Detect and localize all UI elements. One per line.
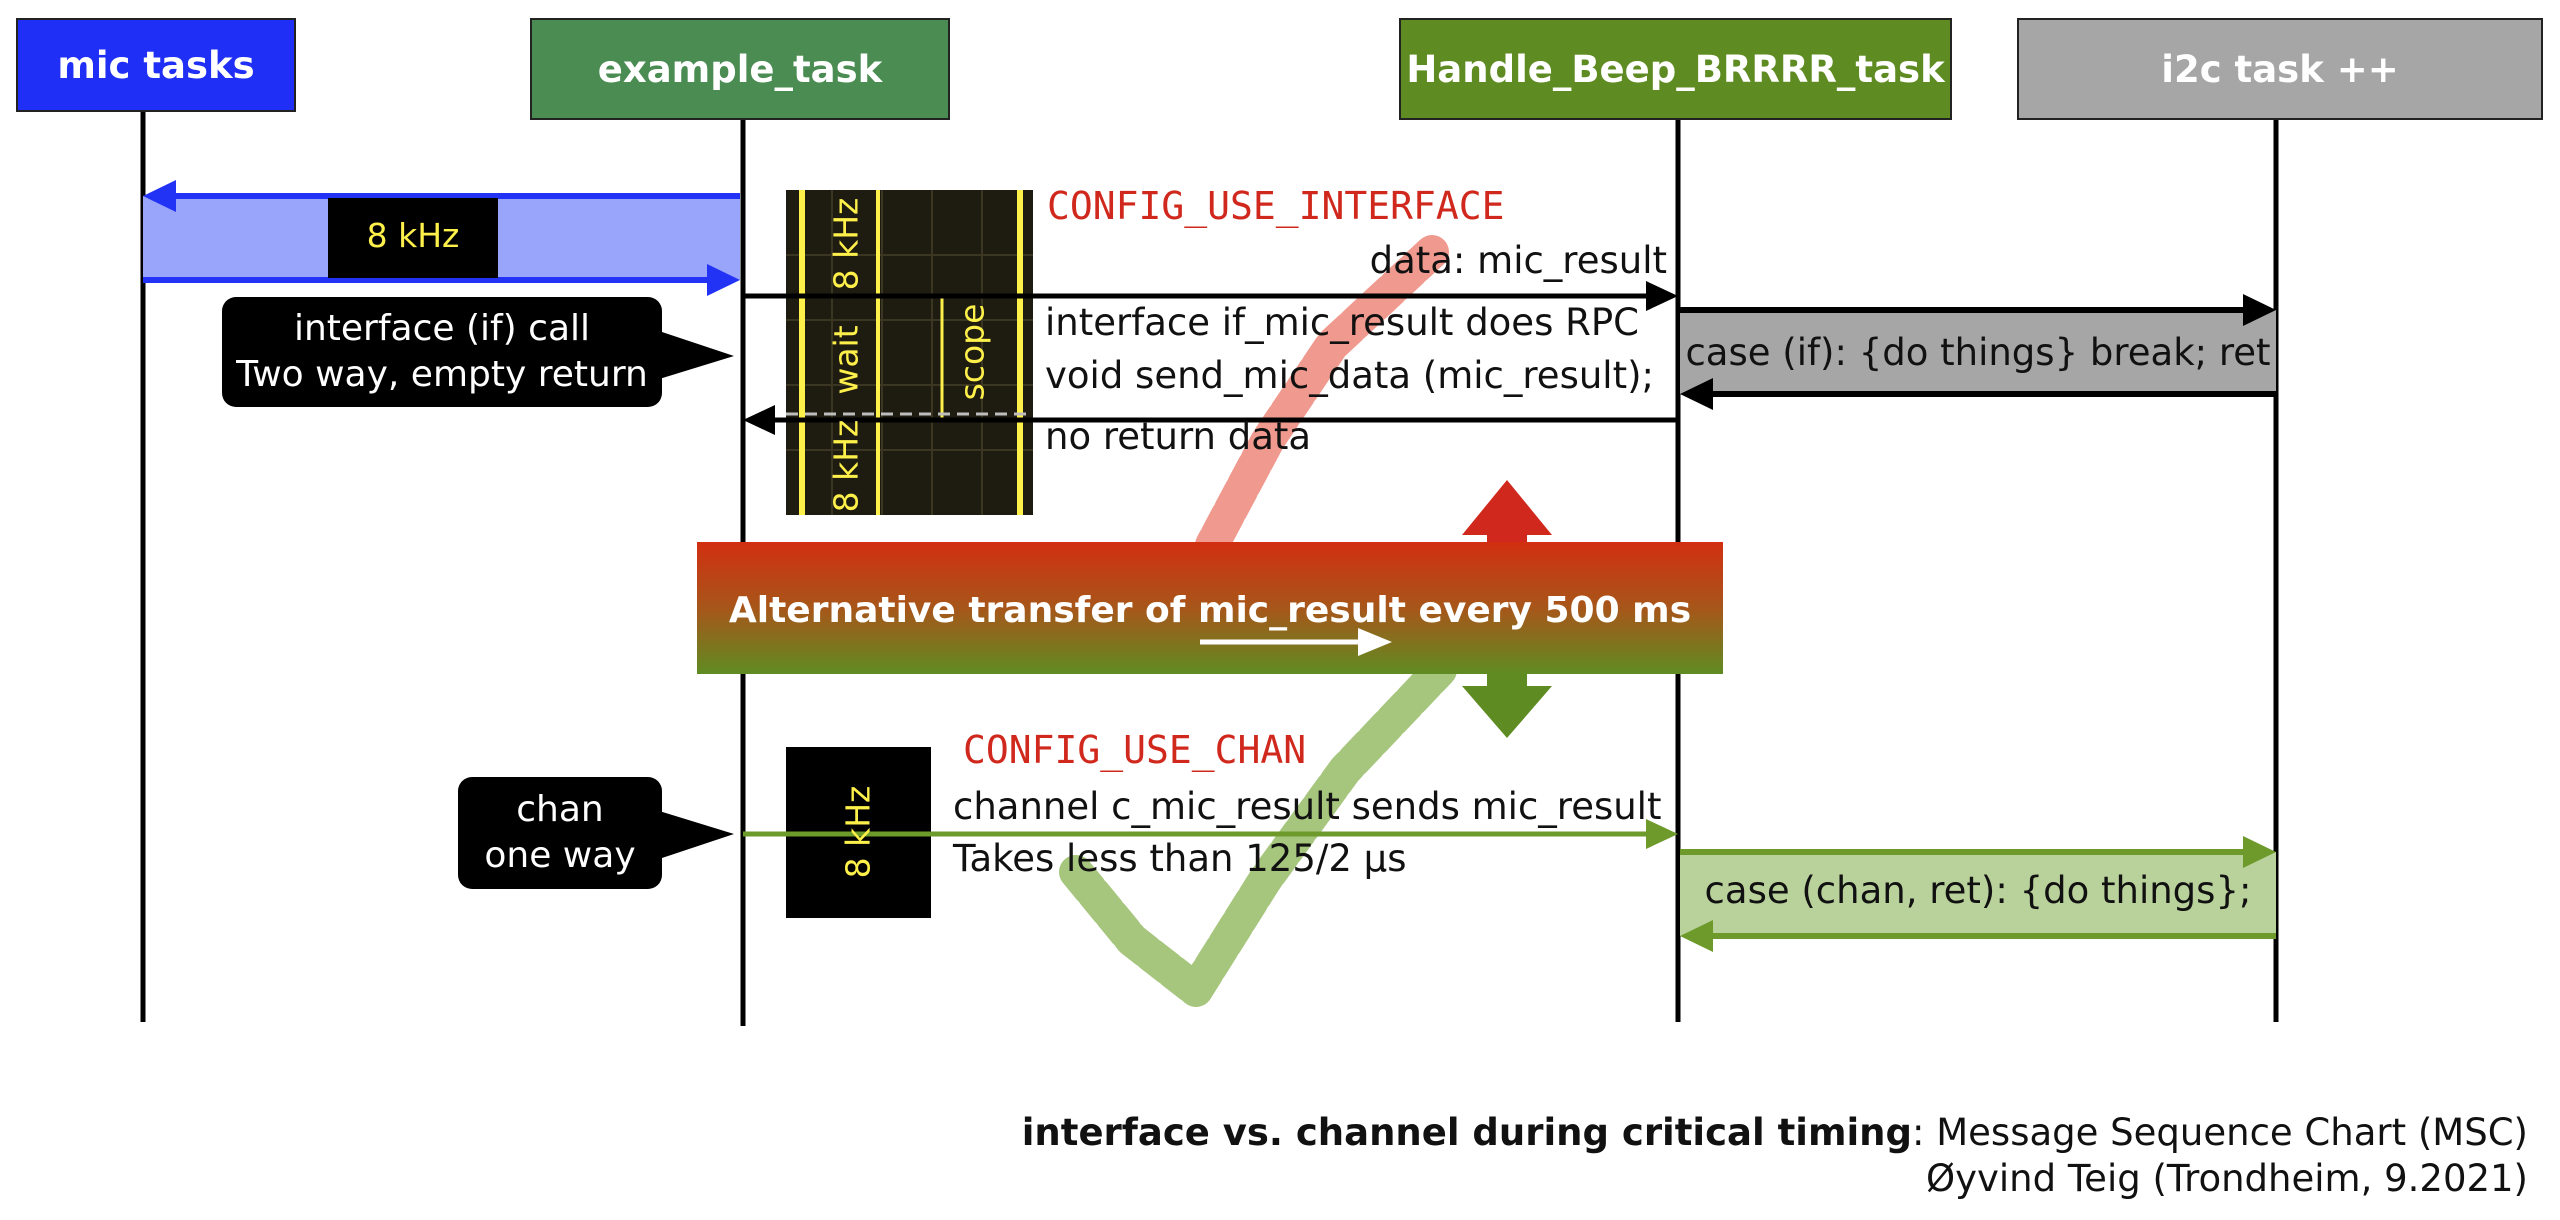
case-chan-return-arrowhead <box>1680 920 1713 952</box>
chan-sends-label: channel c_mic_result sends mic_result <box>953 785 1662 828</box>
footer-author: Øyvind Teig (Trondheim, 9.2021) <box>1925 1157 2528 1200</box>
interface-callout-line1: interface (if) call <box>293 308 591 349</box>
checkmark-lower-stroke <box>1059 653 1457 1007</box>
double-arrow-icon <box>1462 480 1552 738</box>
alternative-banner-label: Alternative transfer of mic_result every… <box>728 590 1692 631</box>
scope-rate-bottom-label: 8 kHz <box>826 419 866 513</box>
scope-scope-label: scope <box>952 303 992 401</box>
double-arrow-up <box>1462 480 1552 542</box>
mic-arrowhead-right <box>707 264 740 296</box>
interface-call-arrowhead <box>1646 281 1678 311</box>
interface-callout-pointer <box>656 330 734 380</box>
double-arrow-down <box>1462 674 1552 738</box>
case-chan-arrowhead <box>2243 836 2276 868</box>
scope-screenshot <box>786 190 1033 515</box>
interface-data-label: data: mic_result <box>1369 239 1667 282</box>
chan-callout-line2: one way <box>484 835 636 876</box>
config-use-chan-label: CONFIG_USE_CHAN <box>963 728 1307 772</box>
footer-title: interface vs. channel during critical ti… <box>1022 1110 2528 1156</box>
chan-case-label: case (chan, ret): {do things}; <box>1704 869 2252 912</box>
config-use-interface-label: CONFIG_USE_INTERFACE <box>1047 184 1505 228</box>
scope-wait-label: wait <box>826 325 866 395</box>
interface-rpc-label: interface if_mic_result does RPC <box>1045 301 1639 344</box>
participant-handle-beep-task: Handle_Beep_BRRRR_task <box>1399 18 1952 120</box>
interface-case-box <box>1680 310 2276 394</box>
chan-callout-line1: chan <box>516 789 604 830</box>
banner-arrowhead <box>1358 628 1392 656</box>
chan-rate-label: 8 kHz <box>838 785 878 879</box>
case-if-arrowhead <box>2243 294 2276 326</box>
footer-title-rest: : Message Sequence Chart (MSC) <box>1912 1111 2528 1154</box>
participant-example-task: example_task <box>530 18 950 120</box>
interface-case-label: case (if): {do things} break; ret <box>1685 331 2271 374</box>
interface-call-label: void send_mic_data (mic_result); <box>1045 354 1654 397</box>
case-if-return-arrowhead <box>1680 378 1713 410</box>
footer-title-bold: interface vs. channel during critical ti… <box>1021 1111 1913 1154</box>
chan-send-arrowhead <box>1646 819 1678 849</box>
chan-timing-label: Takes less than 125/2 µs <box>953 837 1407 880</box>
participant-mic-tasks: mic tasks <box>16 18 296 112</box>
chan-callout-pointer <box>656 810 734 860</box>
interface-no-return-label: no return data <box>1045 415 1312 458</box>
participant-i2c-task: i2c task ++ <box>2017 18 2543 120</box>
mic-arrowhead-left <box>143 180 176 212</box>
mic-rate-box <box>328 198 498 278</box>
chan-case-box <box>1680 852 2276 936</box>
interface-callout-line2: Two way, empty return <box>236 354 648 395</box>
scope-rate-top-label: 8 kHz <box>826 197 866 291</box>
mic-rate-label: 8 kHz <box>366 216 460 255</box>
scope-grid <box>786 190 1033 515</box>
alternative-banner <box>697 542 1723 674</box>
chan-callout: chan one way <box>458 777 662 889</box>
interface-return-arrowhead <box>743 405 775 435</box>
interface-callout: interface (if) call Two way, empty retur… <box>222 297 662 407</box>
